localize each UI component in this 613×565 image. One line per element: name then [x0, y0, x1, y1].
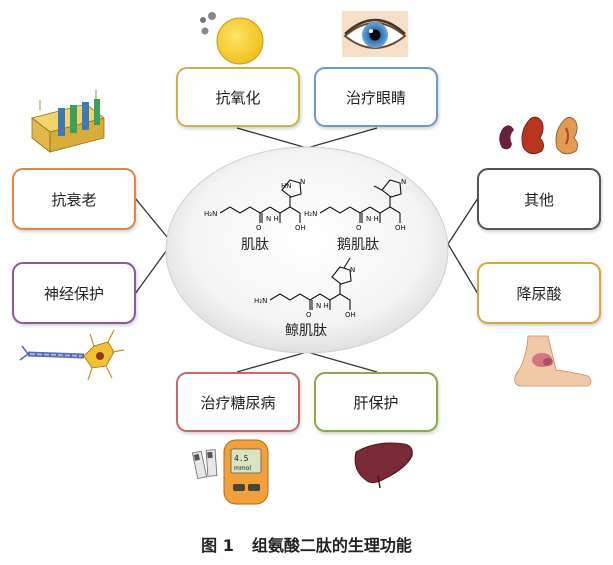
balenine-oh: OH	[345, 311, 356, 319]
figure-number: 图 1	[201, 536, 234, 555]
kidney-icons	[499, 116, 578, 155]
box-others: 其他	[477, 168, 601, 230]
box-antioxidant: 抗氧化	[176, 67, 300, 127]
anserine-h2n: H₂N	[304, 210, 317, 218]
carnosine-hn: HN	[281, 182, 292, 190]
carnosine-oh: OH	[295, 224, 306, 232]
label-neuroprotection: 神经保护	[43, 284, 104, 303]
test-strips-icon	[191, 449, 218, 480]
carnosine-h2n: H₂N	[204, 210, 217, 218]
figure-title: 组氨酸二肽的生理功能	[251, 536, 412, 555]
balenine-n: N	[350, 266, 355, 274]
center-ellipse	[165, 146, 449, 354]
label-anserine: 鹅肌肽	[337, 237, 379, 253]
anserine-oh: OH	[395, 224, 406, 232]
carnosine-n: N	[300, 178, 305, 186]
box-eye-treatment: 治疗眼睛	[314, 67, 438, 127]
anserine-n: N	[401, 178, 406, 186]
box-neuroprotection: 神经保护	[12, 262, 136, 324]
carnosine-atom-labels: H₂N N H O OH N HN	[204, 178, 306, 232]
balenine-structure	[269, 257, 352, 310]
label-eye-treatment: 治疗眼睛	[345, 88, 406, 107]
neuron-icon	[19, 329, 125, 381]
box-liver-protection: 肝保护	[314, 372, 438, 432]
balenine-nh: N H	[316, 302, 329, 310]
carnosine-o: O	[256, 224, 262, 232]
connector-bottom	[236, 351, 378, 373]
anserine-o: O	[356, 224, 362, 232]
label-liver-protection: 肝保护	[353, 393, 399, 412]
foot-icon	[514, 335, 592, 387]
label-carnosine: 肌肽	[241, 237, 269, 253]
balenine-atom-labels: H₂N N H O OH N	[254, 266, 356, 319]
balenine-h2n: H₂N	[254, 297, 267, 305]
glucose-meter-icon	[223, 439, 269, 505]
cell-block-icon	[31, 90, 105, 153]
label-others: 其他	[523, 190, 554, 209]
glucose-meter-reading: 4.5	[234, 454, 249, 463]
anserine-nh: N H	[366, 215, 379, 223]
sun-icon	[200, 12, 264, 65]
box-uric-lowering: 降尿酸	[477, 262, 601, 324]
label-diabetes-treatment: 治疗糖尿病	[200, 393, 276, 412]
eye-icon	[342, 11, 408, 57]
liver-icon	[354, 442, 413, 489]
label-uric-lowering: 降尿酸	[516, 284, 562, 303]
balenine-o: O	[306, 311, 312, 319]
box-anti-aging: 抗衰老	[12, 168, 136, 230]
anserine-structure	[319, 179, 402, 223]
figure-caption: 图 1 组氨酸二肽的生理功能	[0, 532, 613, 556]
box-diabetes-treatment: 治疗糖尿病	[176, 372, 300, 432]
glucose-meter-unit: mmol	[234, 465, 251, 472]
label-anti-aging: 抗衰老	[51, 190, 97, 209]
label-balenine: 鲸肌肽	[285, 323, 327, 339]
carnosine-structure	[219, 179, 302, 223]
label-antioxidant: 抗氧化	[215, 88, 261, 107]
carnosine-nh: N H	[266, 215, 279, 223]
connector-right	[447, 197, 479, 295]
connector-top	[236, 127, 378, 149]
anserine-atom-labels: H₂N N H O OH N	[304, 178, 406, 232]
